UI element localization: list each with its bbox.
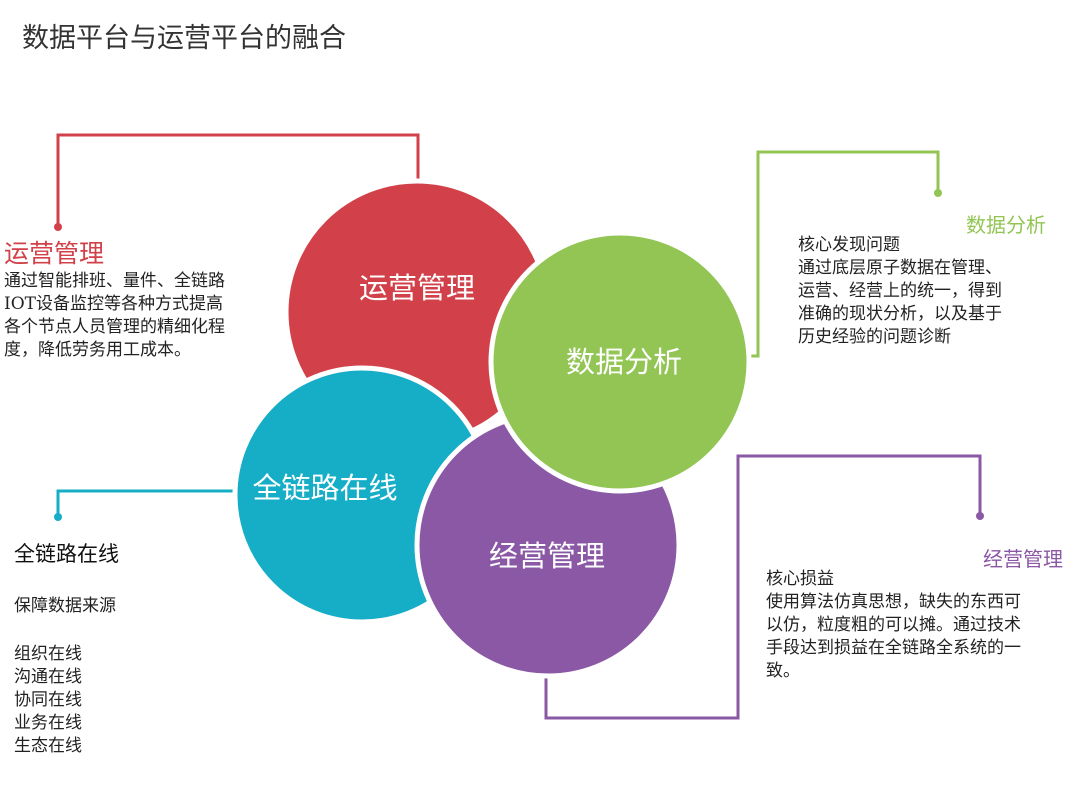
online-item: 生态在线 [14, 736, 82, 756]
operations-description: 通过智能排班、量件、全链路 IOT设备监控等各种方式提高 各个节点人员管理的精细… [4, 270, 225, 362]
data-analysis-circle [488, 230, 752, 494]
management-line: 以仿，粒度粗的可以摊。通过技术 [766, 615, 1021, 635]
online-items: 组织在线 沟通在线 协同在线 业务在线 生态在线 [14, 643, 82, 758]
operations-connector-dot [54, 223, 62, 231]
management-description: 核心损益 使用算法仿真思想，缺失的东西可 以仿，粒度粗的可以摊。通过技术 手段达… [766, 568, 1021, 683]
online-item: 沟通在线 [14, 667, 82, 687]
management-line: 使用算法仿真思想，缺失的东西可 [766, 592, 1021, 612]
operations-connector [56, 133, 420, 227]
online-item: 协同在线 [14, 690, 82, 710]
data-analysis-connector-dot [934, 189, 942, 197]
operations-circle-label: 运营管理 [359, 271, 475, 305]
online-connector [56, 489, 240, 517]
management-connector-dot [976, 512, 984, 520]
management-circle-label: 经营管理 [489, 539, 605, 573]
data-analysis-description: 核心发现问题 通过底层原子数据在管理、 运营、经营上的统一，得到 准确的现状分析… [798, 234, 1002, 349]
data-analysis-heading: 数据分析 [966, 213, 1046, 237]
data-analysis-line: 通过底层原子数据在管理、 [798, 258, 1002, 278]
operations-line: 各个节点人员管理的精细化程 [4, 317, 225, 337]
operations-line: 度，降低劳务用工成本。 [4, 340, 191, 360]
operations-line: 通过智能排班、量件、全链路 [4, 271, 225, 291]
management-heading: 经营管理 [983, 547, 1063, 571]
page-title: 数据平台与运营平台的融合 [22, 23, 346, 54]
operations-line: IOT设备监控等各种方式提高 [4, 294, 223, 314]
operations-heading: 运营管理 [4, 239, 105, 268]
management-line: 致。 [766, 661, 800, 681]
management-line: 手段达到损益在全链路全系统的一 [766, 638, 1021, 658]
data-analysis-line: 运营、经营上的统一，得到 [798, 281, 1002, 301]
online-circle-label: 全链路在线 [252, 471, 397, 505]
data-analysis-circle-label: 数据分析 [566, 345, 682, 379]
online-intro: 保障数据来源 [14, 596, 116, 616]
online-item: 业务在线 [14, 713, 82, 733]
data-analysis-line: 准确的现状分析，以及基于 [798, 304, 1002, 324]
online-heading: 全链路在线 [14, 542, 119, 566]
data-analysis-line: 核心发现问题 [798, 235, 900, 255]
management-connector [544, 454, 982, 720]
online-connector-dot [54, 513, 62, 521]
data-analysis-line: 历史经验的问题诊断 [798, 327, 951, 347]
online-item: 组织在线 [14, 644, 82, 664]
management-line: 核心损益 [766, 569, 834, 589]
